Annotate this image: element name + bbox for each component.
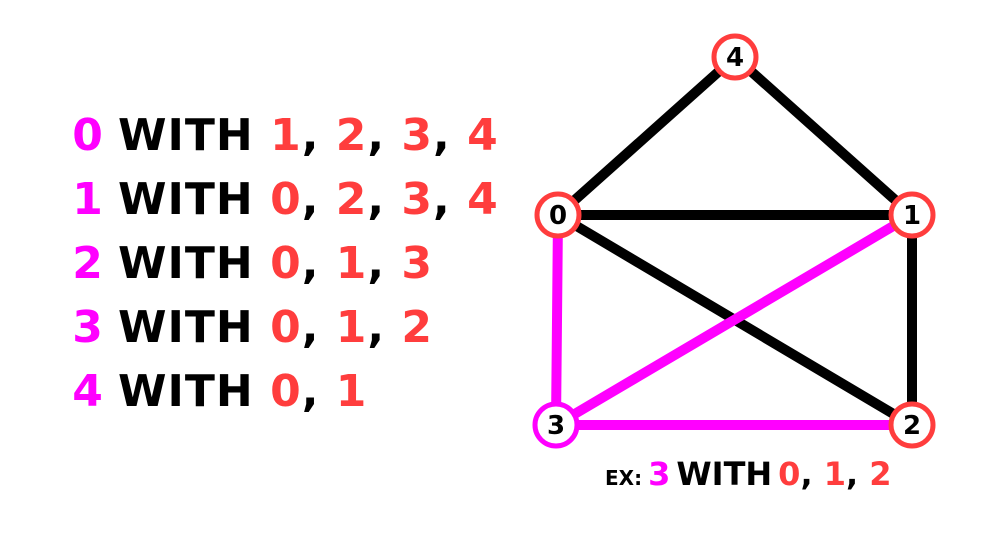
example-neighbor: 1 — [823, 455, 846, 493]
neighbor-label: 3 — [401, 238, 434, 289]
graph-node-label: 4 — [726, 43, 744, 73]
neighbor-label: 2 — [335, 110, 368, 161]
neighbor-label: 0 — [270, 366, 302, 417]
graph-node-1 — [888, 191, 936, 239]
neighbor-label: 3 — [401, 174, 434, 225]
neighbor-label: 0 — [270, 174, 302, 225]
neighbor-label: 2 — [335, 174, 368, 225]
example-prefix: EX: — [605, 466, 643, 490]
with-word: WITH — [118, 174, 254, 225]
graph-node-4 — [711, 33, 759, 81]
neighbor-label: 3 — [401, 110, 434, 161]
example-node: 3 — [648, 455, 671, 493]
node-label: 3 — [72, 302, 104, 353]
example-with-word: WITH — [676, 455, 773, 493]
with-word: WITH — [118, 302, 254, 353]
graph-node-label: 2 — [903, 411, 921, 441]
neighbor-label: 4 — [467, 174, 499, 225]
graph-node-2 — [888, 401, 936, 449]
neighbor-label: 2 — [401, 302, 434, 353]
node-label: 0 — [72, 110, 104, 161]
with-word: WITH — [118, 238, 254, 289]
node-label: 4 — [72, 366, 104, 417]
graph-node-0 — [534, 191, 582, 239]
graph-node-label: 0 — [549, 201, 567, 231]
neighbor-label: 0 — [270, 238, 302, 289]
edge-4-1 — [730, 52, 917, 220]
neighbor-label: 1 — [335, 366, 368, 417]
node-label: 1 — [72, 174, 104, 225]
graph-node-3 — [532, 401, 580, 449]
neighbor-label: 1 — [335, 238, 368, 289]
neighbor-label: 0 — [270, 302, 302, 353]
with-word: WITH — [118, 366, 254, 417]
neighbor-label: 4 — [467, 110, 499, 161]
example-neighbor: 0 — [778, 455, 801, 493]
example-neighbor: 2 — [869, 455, 892, 493]
neighbor-label: 1 — [335, 302, 368, 353]
with-word: WITH — [118, 110, 254, 161]
edge-0-3 — [551, 210, 563, 430]
edge-3-1 — [551, 210, 917, 430]
graph-node-label: 3 — [547, 411, 565, 441]
neighbor-label: 1 — [270, 110, 302, 161]
graph-node-label: 1 — [903, 201, 921, 231]
edge-4-0 — [553, 52, 740, 220]
node-label: 2 — [72, 238, 104, 289]
